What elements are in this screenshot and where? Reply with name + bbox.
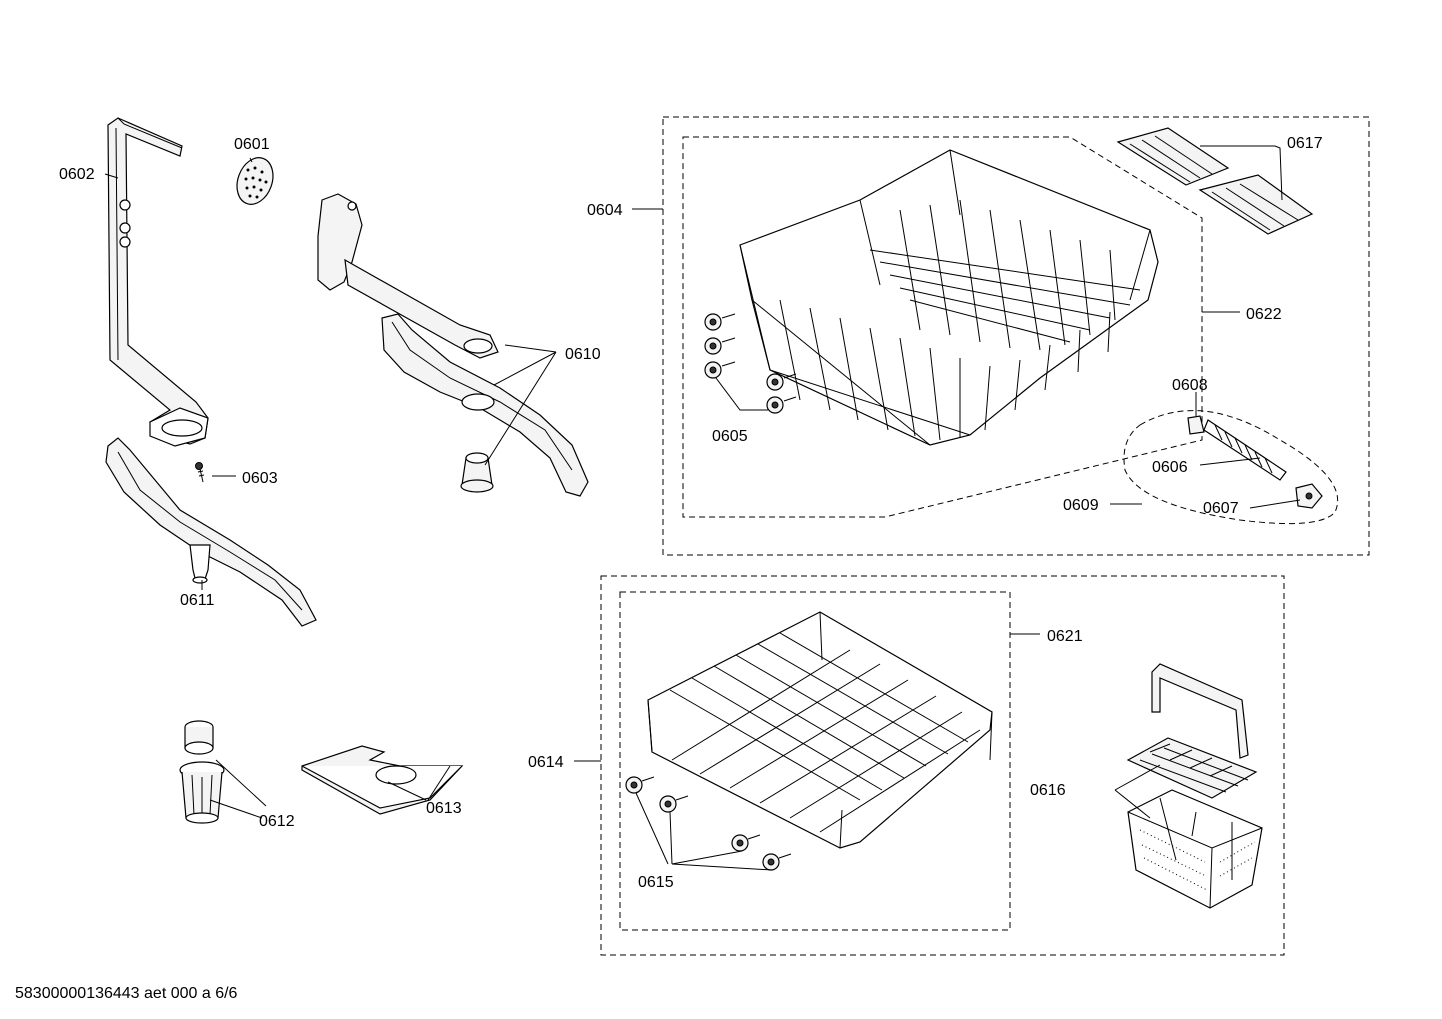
filter-set-0612: [179, 720, 225, 824]
lower-rack-group-frame: [600, 575, 1285, 956]
leader-lines: [104, 145, 1301, 871]
label-0611: 0611: [180, 592, 215, 609]
label-0606: 0606: [1152, 459, 1188, 476]
label-0612: 0612: [259, 813, 295, 830]
upper-rack-group-frame: [662, 116, 1370, 556]
upper-rack-0604: [739, 149, 1159, 446]
label-0603: 0603: [242, 470, 278, 487]
label-0621: 0621: [1047, 628, 1083, 645]
upper-spray-arm-0610: [381, 313, 589, 497]
upper-spray-pipe-0610: [317, 193, 499, 359]
label-0615: 0615: [638, 874, 674, 891]
label-0604: 0604: [587, 202, 623, 219]
document-id-footer: 58300000136443 aet 000 a 6/6: [15, 985, 238, 1002]
screw-0603: [195, 462, 205, 483]
label-0614: 0614: [528, 754, 564, 771]
label-0605: 0605: [712, 428, 748, 445]
lower-rack-0614: [647, 611, 993, 849]
folding-tines-0617: [1116, 127, 1314, 235]
label-0616: 0616: [1030, 782, 1066, 799]
rack-wheels-0605: [704, 313, 797, 414]
cutlery-basket-0616: [1126, 663, 1263, 909]
label-0602: 0602: [59, 166, 95, 183]
lower-spray-arm-0611: [105, 437, 317, 627]
label-0609: 0609: [1063, 497, 1099, 514]
label-0608: 0608: [1172, 377, 1208, 394]
label-0607: 0607: [1203, 500, 1239, 517]
label-0622: 0622: [1246, 306, 1282, 323]
rack-adjuster-group-0609: [1123, 410, 1339, 525]
label-0613: 0613: [426, 800, 462, 817]
label-0601: 0601: [234, 136, 270, 153]
label-0617: 0617: [1287, 135, 1323, 152]
label-0610: 0610: [565, 346, 601, 363]
spray-nozzle-0610: [460, 452, 494, 493]
rack-wheels-0615: [625, 776, 792, 871]
part-labels: 0601 0602 0603 0604 0605 0606 0607 0608 …: [59, 135, 1323, 891]
filter-cap-0601: [236, 157, 274, 205]
spray-supply-pipe-0602: [107, 117, 209, 447]
sieve-plate-0613: [301, 745, 464, 815]
